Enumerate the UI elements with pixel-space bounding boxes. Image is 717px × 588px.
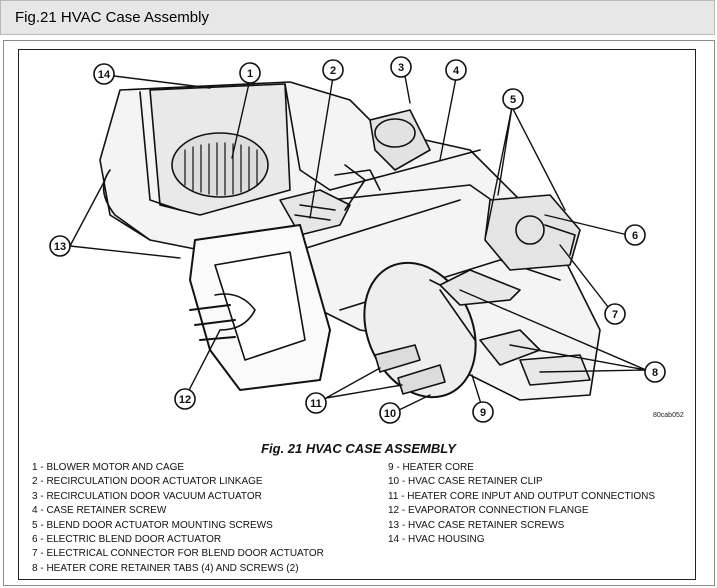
legend-left-column: 1 - BLOWER MOTOR AND CAGE 2 - RECIRCULAT…: [32, 461, 324, 576]
legend-item: 1 - BLOWER MOTOR AND CAGE: [32, 462, 185, 473]
callout-10: 10: [379, 402, 401, 424]
svg-text:12: 12: [179, 394, 191, 406]
callout-5: 5: [502, 88, 524, 110]
vacuum-actuator-drawing: [369, 109, 431, 171]
hvac-case-assembly-diagram: 14 1 2 3 4 5 6 7 8 9 10 11 12 13: [49, 56, 666, 424]
svg-text:7: 7: [612, 309, 618, 321]
callout-13: 13: [49, 235, 71, 257]
svg-text:5: 5: [510, 94, 516, 106]
legend-item: 10 - HVAC CASE RETAINER CLIP: [388, 476, 543, 488]
legend-item: 6 - ELECTRIC BLEND DOOR ACTUATOR: [32, 533, 222, 545]
callout-12: 12: [174, 388, 196, 410]
callout-4: 4: [445, 59, 467, 81]
figure-caption: Fig. 21 HVAC CASE ASSEMBLY: [261, 441, 456, 456]
legend-item: 13 - HVAC CASE RETAINER SCREWS: [388, 519, 565, 531]
blend-door-actuator-drawing: [484, 194, 581, 271]
legend-right-column: 9 - HEATER CORE 10 - HVAC CASE RETAINER …: [388, 461, 655, 547]
callout-markers: 14 1 2 3 4 5 6 7 8 9 10 11 12 13: [49, 56, 666, 424]
page-title: Fig.21 HVAC Case Assembly: [15, 9, 209, 26]
svg-text:13: 13: [54, 241, 66, 253]
callout-8: 8: [644, 361, 666, 383]
callout-2: 2: [322, 59, 344, 81]
svg-text:14: 14: [98, 69, 111, 81]
legend-item: 3 - RECIRCULATION DOOR VACUUM ACTUATOR: [32, 490, 262, 502]
retainer-tabs-drawing: [439, 269, 591, 386]
legend-item: 12 - EVAPORATOR CONNECTION FLANGE: [388, 505, 589, 517]
heater-core-tubes-drawing: [374, 344, 446, 395]
svg-text:8: 8: [652, 367, 658, 379]
legend-item: 5 - BLEND DOOR ACTUATOR MOUNTING SCREWS: [32, 519, 273, 531]
svg-text:2: 2: [330, 65, 336, 77]
page-header: Fig.21 HVAC Case Assembly: [0, 0, 715, 35]
svg-text:4: 4: [453, 65, 460, 77]
legend-item: 14 - HVAC HOUSING: [388, 533, 485, 545]
callout-3: 3: [390, 56, 412, 78]
svg-text:9: 9: [480, 407, 486, 419]
callout-11: 11: [305, 392, 327, 414]
legend-item: 9 - HEATER CORE: [388, 462, 474, 473]
callout-1: 1: [239, 62, 261, 84]
legend-item: 2 - RECIRCULATION DOOR ACTUATOR LINKAGE: [32, 476, 263, 488]
legend-item: 4 - CASE RETAINER SCREW: [32, 505, 167, 517]
legend-item: 8 - HEATER CORE RETAINER TABS (4) AND SC…: [32, 562, 299, 574]
legend-item: 11 - HEATER CORE INPUT AND OUTPUT CONNEC…: [388, 490, 656, 502]
evaporator-flange-drawing: [189, 224, 331, 391]
svg-text:10: 10: [384, 408, 396, 420]
callout-9: 9: [472, 401, 494, 423]
leader-lines: [69, 75, 647, 411]
figure-reference-code: 80cab052: [653, 412, 684, 419]
callout-7: 7: [604, 303, 626, 325]
legend-item: 7 - ELECTRICAL CONNECTOR FOR BLEND DOOR …: [32, 548, 324, 560]
svg-text:6: 6: [632, 230, 638, 242]
svg-text:3: 3: [398, 62, 404, 74]
blower-cage-drawing: [171, 132, 269, 198]
callout-14: 14: [93, 63, 115, 85]
callout-6: 6: [624, 224, 646, 246]
svg-text:1: 1: [247, 68, 253, 80]
svg-text:11: 11: [310, 398, 322, 410]
